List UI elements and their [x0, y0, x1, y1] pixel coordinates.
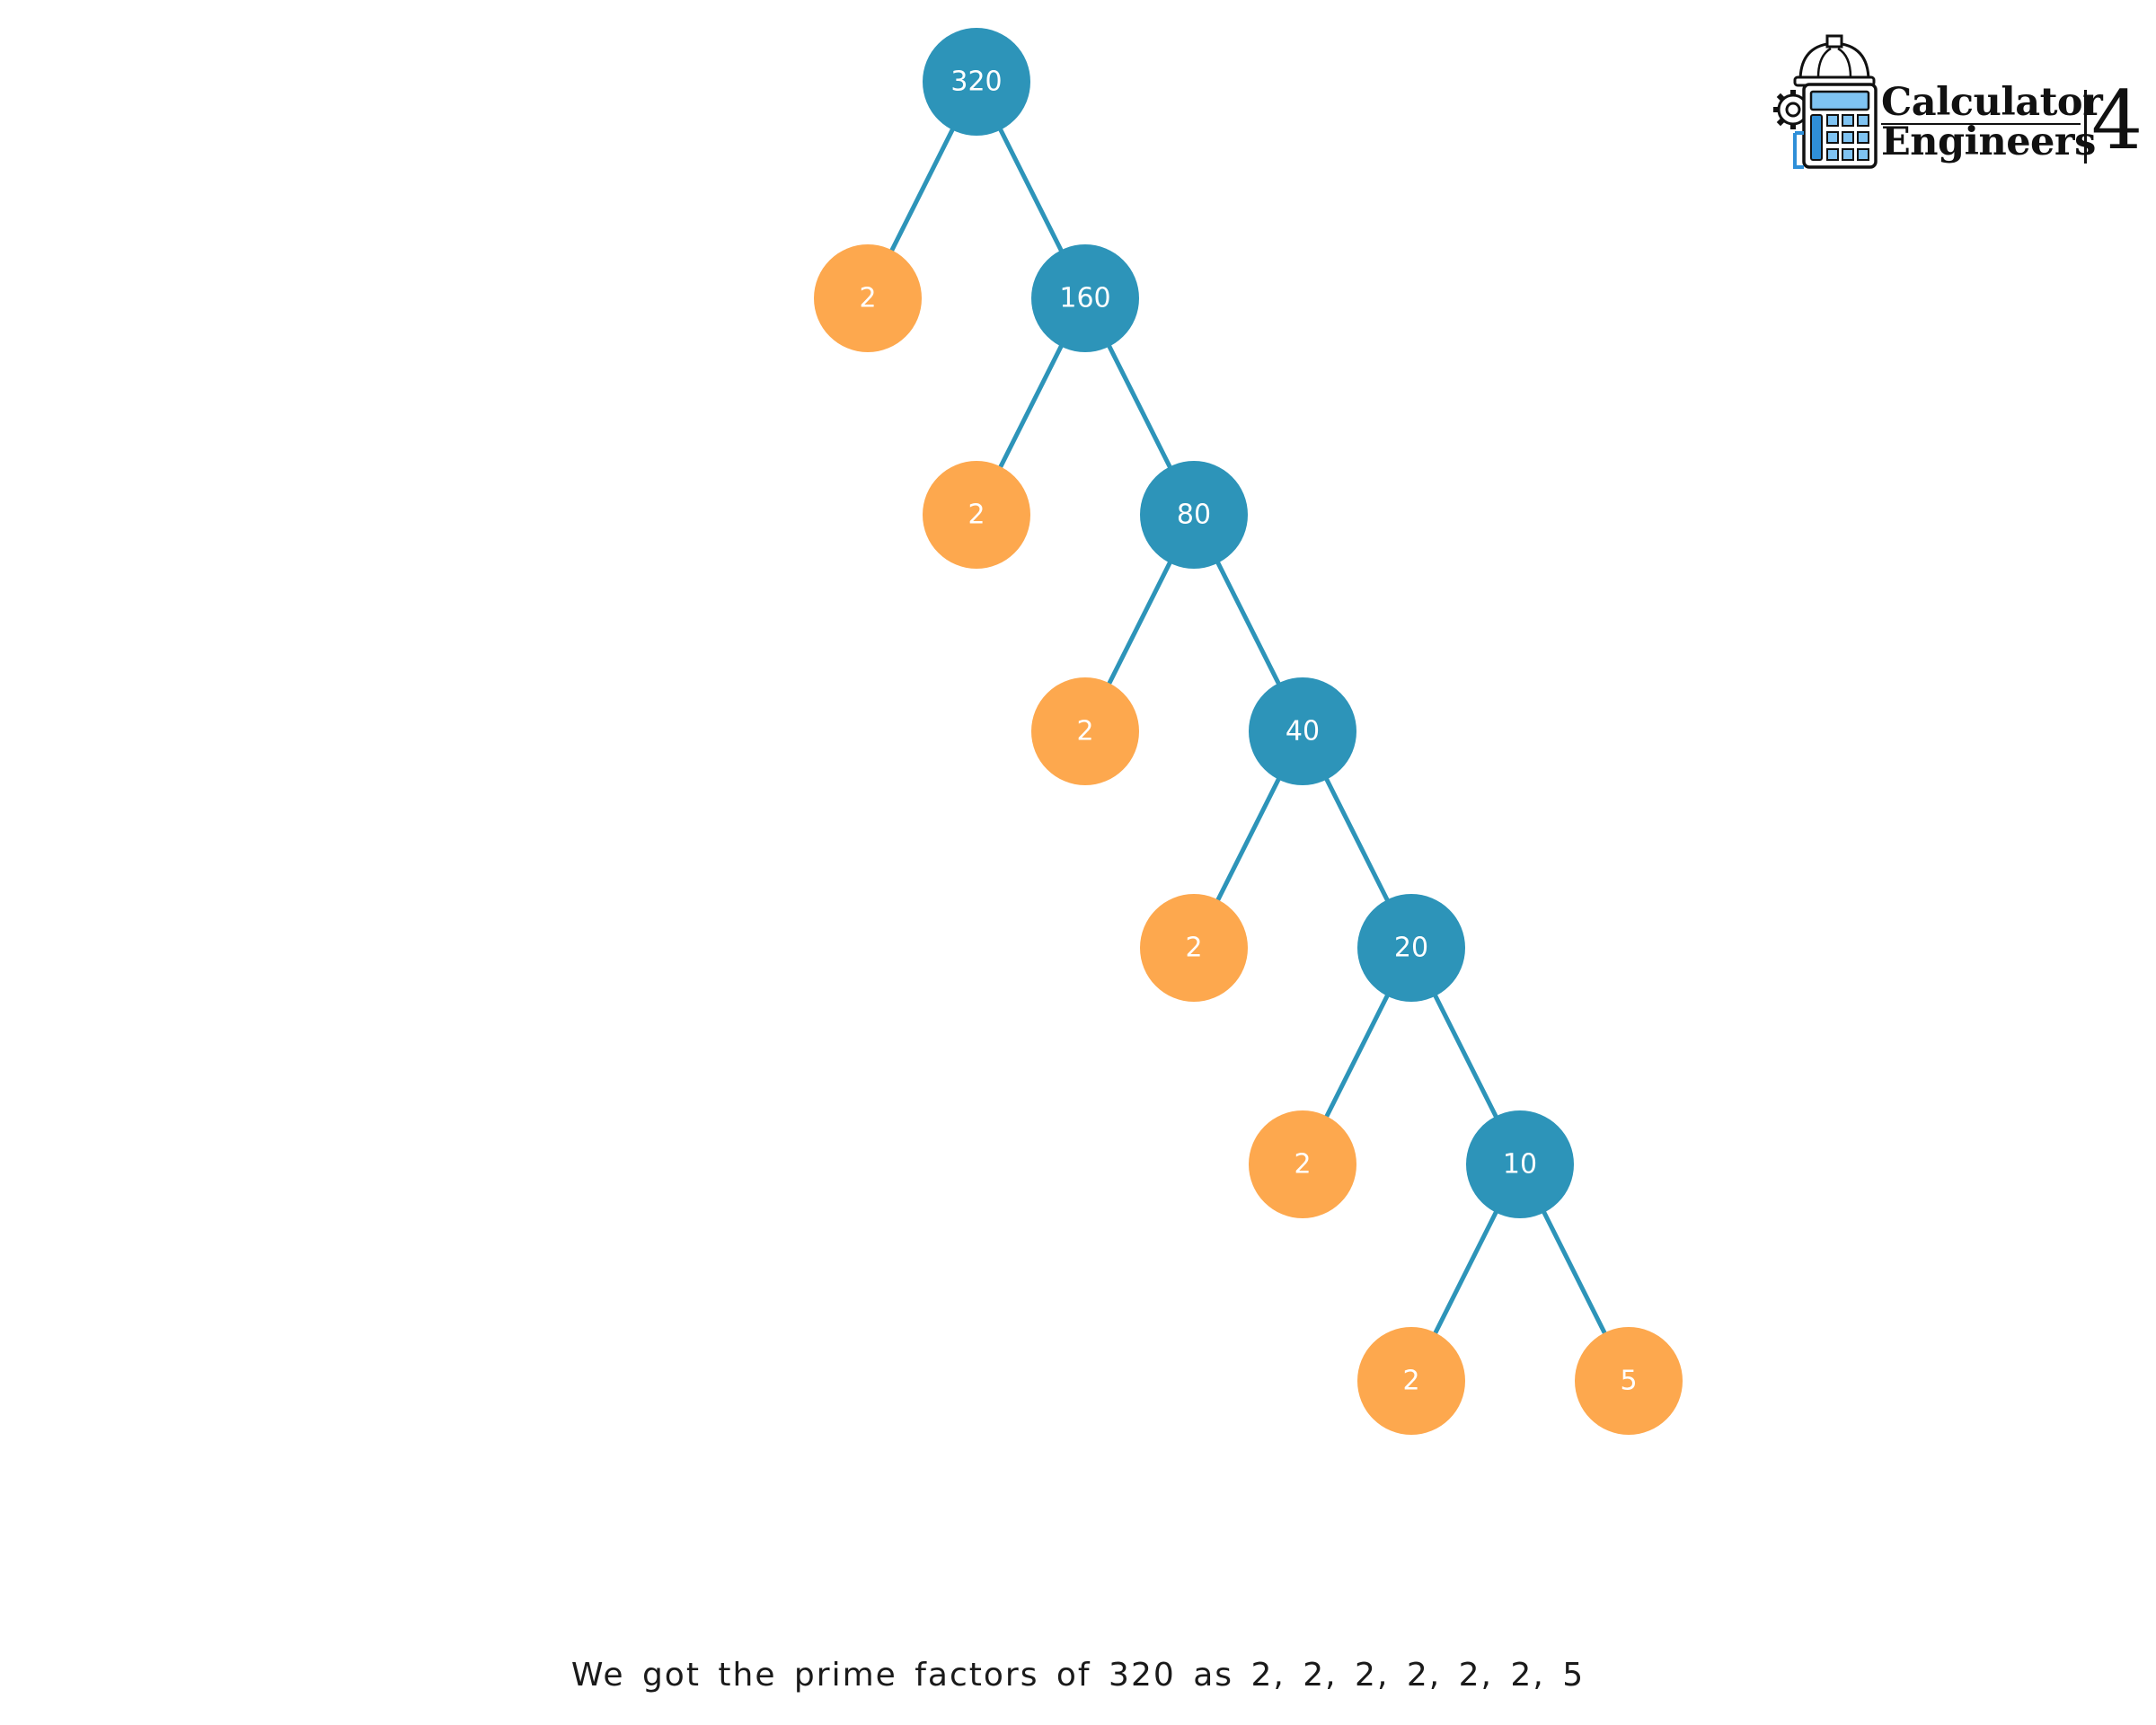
prime-node-5-circle [1249, 1110, 1356, 1218]
composite-node-1: 160 [1031, 244, 1139, 352]
composite-node-3-label: 40 [1286, 716, 1320, 748]
prime-node-6-label: 2 [1402, 1366, 1419, 1397]
composite-node-3-circle [1249, 677, 1356, 785]
calculator-hardhat-icon [1773, 34, 1878, 169]
prime-node-1-label: 2 [859, 283, 876, 314]
logo-line-1: Calculator [1881, 80, 2103, 125]
prime-node-2: 2 [923, 461, 1030, 569]
prime-node-4: 2 [1140, 894, 1248, 1002]
prime-node-3: 2 [1031, 677, 1139, 785]
result-caption: We got the prime factors of 320 as 2, 2,… [570, 1657, 1586, 1694]
prime-node-6-circle [1357, 1327, 1465, 1435]
site-logo[interactable]: Calculator Engineers 4 [1772, 25, 2149, 178]
logo-suffix: 4 [2091, 74, 2143, 168]
tree-nodes: 320 2 160 2 80 2 40 2 20 2 10 2 5 [814, 28, 1683, 1435]
composite-node-2-circle [1140, 461, 1248, 569]
prime-node-6: 2 [1357, 1327, 1465, 1435]
composite-node-0: 320 [923, 28, 1030, 136]
composite-node-2: 80 [1140, 461, 1248, 569]
composite-node-1-circle [1031, 244, 1139, 352]
composite-node-2-label: 80 [1177, 500, 1211, 531]
logo-wordmark: Calculator Engineers [1881, 80, 2103, 164]
composite-node-0-circle [923, 28, 1030, 136]
composite-node-5: 10 [1466, 1110, 1574, 1218]
prime-node-2-circle [923, 461, 1030, 569]
prime-node-3-label: 2 [1076, 716, 1093, 748]
prime-node-4-circle [1140, 894, 1248, 1002]
composite-node-0-label: 320 [950, 66, 1002, 98]
composite-node-5-circle [1466, 1110, 1574, 1218]
composite-node-1-label: 160 [1059, 283, 1110, 314]
logo-divider [2084, 90, 2087, 164]
prime-node-final: 5 [1575, 1327, 1683, 1435]
logo-line-2: Engineers [1881, 119, 2096, 164]
prime-node-5: 2 [1249, 1110, 1356, 1218]
prime-node-2-label: 2 [968, 500, 985, 531]
prime-node-1: 2 [814, 244, 922, 352]
composite-node-4-circle [1357, 894, 1465, 1002]
composite-node-4-label: 20 [1394, 933, 1428, 964]
prime-node-final-circle [1575, 1327, 1683, 1435]
composite-node-4: 20 [1357, 894, 1465, 1002]
prime-node-5-label: 2 [1294, 1149, 1311, 1181]
composite-node-3: 40 [1249, 677, 1356, 785]
prime-node-final-label: 5 [1620, 1366, 1637, 1397]
prime-node-1-circle [814, 244, 922, 352]
prime-node-3-circle [1031, 677, 1139, 785]
composite-node-5-label: 10 [1503, 1149, 1537, 1181]
logo-underline [1881, 123, 2081, 125]
prime-node-4-label: 2 [1185, 933, 1202, 964]
